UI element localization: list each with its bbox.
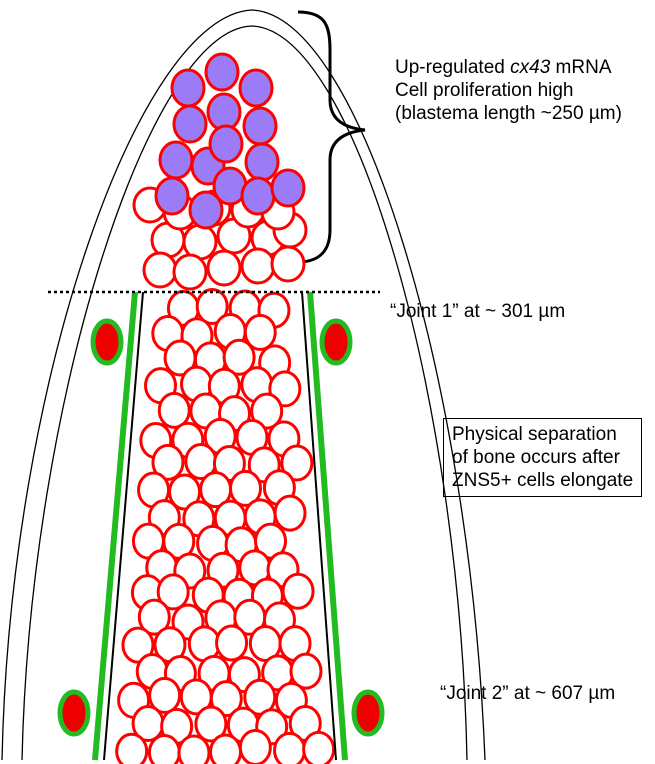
blastema-cell (144, 253, 176, 287)
blastema-line-2: Cell proliferation high (395, 79, 622, 102)
separation-line-1: Physical separation (452, 423, 633, 446)
blastema-cell (304, 732, 334, 764)
blastema-cell (179, 736, 209, 764)
blastema-cell (117, 734, 147, 764)
blastema-cell (208, 251, 240, 285)
blastema-cell (240, 730, 270, 764)
blastema-line-3: (blastema length ~250 µm) (395, 102, 622, 125)
proliferating-cell (272, 170, 304, 206)
osteoblast-joint1-right (322, 321, 350, 363)
blastema-cell (211, 735, 241, 764)
proliferating-cell (174, 106, 206, 142)
proliferating-cell (156, 178, 188, 214)
cx43-gene-name: cx43 (510, 57, 550, 78)
proliferating-cell (240, 70, 272, 106)
separation-line-3: ZNS5+ cells elongate (452, 469, 633, 492)
osteoblast-joint1-left (93, 321, 121, 363)
blastema-line-1-post: mRNA (550, 57, 611, 78)
blastema-line-1-pre: Up-regulated (395, 57, 510, 78)
blastema-annotation: Up-regulated cx43 mRNA Cell proliferatio… (395, 56, 622, 125)
proliferating-cell (172, 70, 204, 106)
separation-line-2: of bone occurs after (452, 446, 633, 469)
blastema-cell (242, 249, 274, 283)
osteoblast-joint2-right (354, 692, 382, 734)
blastema-cell (283, 574, 313, 608)
proliferating-cell (208, 94, 240, 130)
proliferating-cell (160, 142, 192, 178)
blastema-line-1: Up-regulated cx43 mRNA (395, 56, 622, 79)
proliferating-cell (210, 126, 242, 162)
blastema-cell (149, 735, 179, 764)
blastema-cell (275, 733, 305, 764)
proliferating-cell (242, 178, 274, 214)
separation-annotation-box: Physical separation of bone occurs after… (443, 418, 642, 497)
joint2-annotation: “Joint 2” at ~ 607 µm (440, 682, 615, 705)
blastema-cell (272, 247, 304, 281)
blastema-brace (298, 12, 365, 262)
cells-layer (117, 54, 334, 764)
joint1-annotation: “Joint 1” at ~ 301 µm (390, 300, 565, 323)
proliferating-cell (246, 144, 278, 180)
blastema-cell (174, 255, 206, 289)
blastema-cell (217, 626, 247, 660)
proliferating-cell (206, 54, 238, 90)
osteoblast-joint2-left (60, 692, 88, 734)
proliferating-cell (244, 108, 276, 144)
blastema-cell (275, 496, 305, 530)
